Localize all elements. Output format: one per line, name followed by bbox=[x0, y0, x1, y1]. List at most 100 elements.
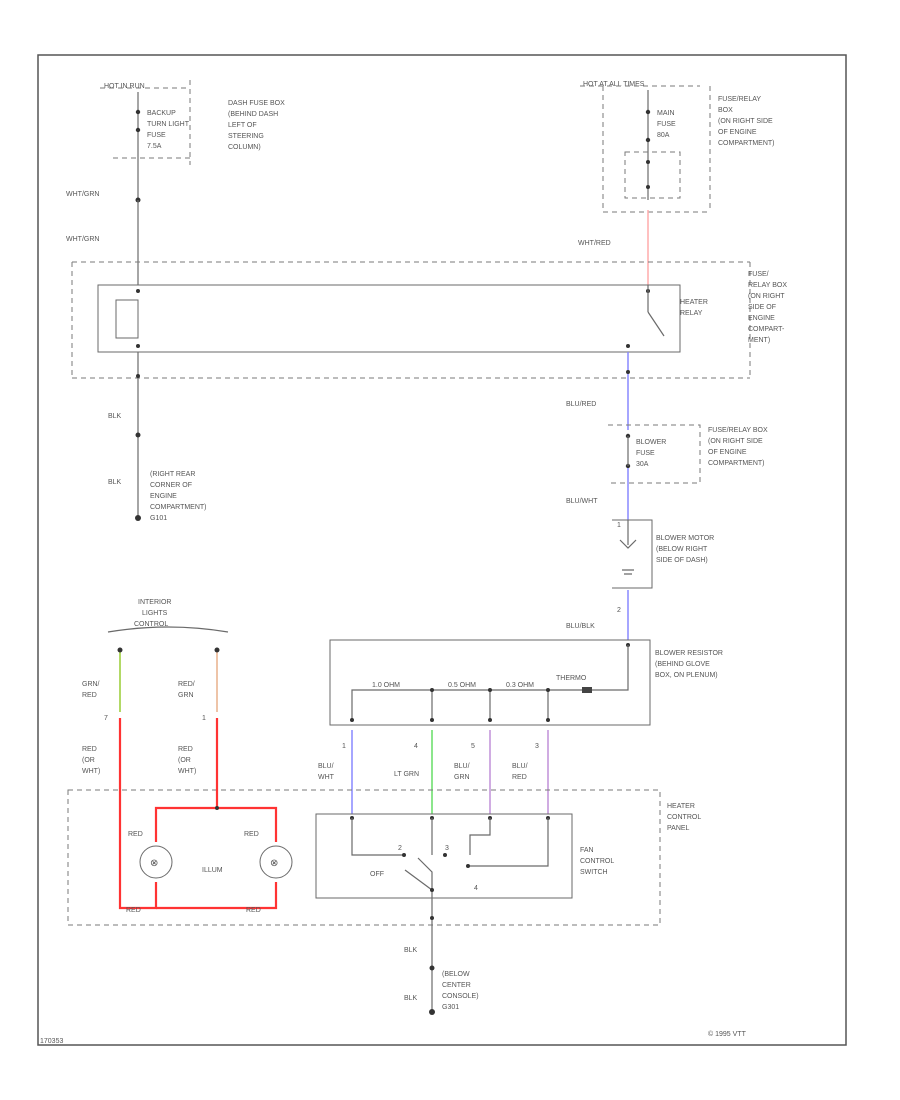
svg-text:FUSE: FUSE bbox=[657, 121, 676, 128]
svg-text:(ON RIGHT SIDE: (ON RIGHT SIDE bbox=[708, 438, 763, 445]
svg-text:RED: RED bbox=[178, 746, 193, 753]
svg-text:BLU/: BLU/ bbox=[318, 763, 334, 770]
svg-text:COMPART-: COMPART- bbox=[748, 326, 785, 333]
svg-text:CONTROL: CONTROL bbox=[667, 814, 701, 821]
svg-text:BLU/: BLU/ bbox=[512, 763, 528, 770]
blower-motor-box bbox=[612, 519, 653, 589]
heater-relay-label: HEATER RELAY bbox=[680, 299, 708, 317]
blower-resistor-label: BLOWER RESISTOR (BEHIND GLOVE BOX, ON PL… bbox=[655, 650, 723, 679]
switch-pos-4: 4 bbox=[474, 885, 478, 892]
fan-control-switch-box bbox=[315, 813, 573, 899]
copyright-label: © 1995 VTT bbox=[708, 1030, 747, 1038]
svg-text:MENT): MENT) bbox=[748, 337, 770, 344]
svg-text:FUSE: FUSE bbox=[636, 450, 655, 457]
blu-red-wire-label-2: BLU/ RED bbox=[512, 763, 528, 781]
svg-text:(OR: (OR bbox=[82, 757, 95, 764]
svg-text:WHT: WHT bbox=[318, 774, 335, 781]
resistor-ohm-2: 0.5 OHM bbox=[448, 682, 476, 689]
svg-text:SIDE OF: SIDE OF bbox=[748, 304, 776, 311]
blower-fuse-label: BLOWER FUSE 30A bbox=[636, 439, 666, 468]
bulb-left-filament-icon: ⊗ bbox=[150, 858, 158, 869]
fan-control-switch-label: FAN CONTROL SWITCH bbox=[580, 847, 614, 876]
svg-text:(BEHIND GLOVE: (BEHIND GLOVE bbox=[655, 661, 710, 668]
svg-text:STEERING: STEERING bbox=[228, 133, 264, 140]
fuse-relay-box-mid-label: FUSE/ RELAY BOX (ON RIGHT SIDE OF ENGINE… bbox=[748, 271, 787, 344]
blu-blk-wire-label: BLU/BLK bbox=[566, 623, 595, 630]
interior-lights-control-label: INTERIOR LIGHTS CONTROL bbox=[134, 599, 171, 628]
svg-text:GRN/: GRN/ bbox=[82, 681, 100, 688]
resistor-pin-4: 4 bbox=[414, 743, 418, 750]
resistor-pin-1: 1 bbox=[342, 743, 346, 750]
blu-wht-wire-label: BLU/WHT bbox=[566, 498, 598, 505]
svg-text:RED: RED bbox=[512, 774, 527, 781]
ground-g301 bbox=[429, 1009, 435, 1015]
svg-text:GRN: GRN bbox=[178, 692, 194, 699]
bottom-right-red-label: RED bbox=[246, 907, 261, 914]
switch-pos-3: 3 bbox=[445, 845, 449, 852]
resistor-ohm-3: 0.3 OHM bbox=[506, 682, 534, 689]
backup-fuse-label: BACKUP TURN LIGHT FUSE 7.5A bbox=[147, 110, 190, 150]
svg-text:30A: 30A bbox=[636, 461, 649, 468]
svg-text:LIGHTS: LIGHTS bbox=[142, 610, 168, 617]
blower-motor-pin: 1 bbox=[617, 522, 621, 529]
hot-at-all-times-label: HOT AT ALL TIMES bbox=[583, 81, 645, 88]
illumination-bulb-left bbox=[139, 845, 173, 879]
svg-text:CONSOLE): CONSOLE) bbox=[442, 993, 479, 1000]
svg-text:COMPARTMENT): COMPARTMENT) bbox=[150, 504, 207, 511]
svg-text:COMPARTMENT): COMPARTMENT) bbox=[708, 460, 765, 467]
svg-text:RED: RED bbox=[82, 746, 97, 753]
blu-grn-wire-label: BLU/ GRN bbox=[454, 763, 470, 781]
red-or-wht-wire-label-left: RED (OR WHT) bbox=[82, 746, 100, 775]
bottom-left-red-label: RED bbox=[126, 907, 141, 914]
switch-off-label: OFF bbox=[370, 871, 384, 878]
lt-grn-wire-label: LT GRN bbox=[394, 771, 419, 778]
illumination-bulb-right bbox=[259, 845, 293, 879]
red-grn-wire-label: RED/ GRN bbox=[178, 681, 195, 699]
figure-number: 170353 bbox=[40, 1038, 63, 1045]
ground-g101 bbox=[135, 515, 141, 521]
blk-wire-label-3: BLK bbox=[404, 947, 418, 954]
svg-text:FUSE: FUSE bbox=[147, 132, 166, 139]
svg-text:(ON RIGHT: (ON RIGHT bbox=[748, 293, 785, 300]
blower-resistor-box bbox=[329, 639, 651, 726]
svg-text:GRN: GRN bbox=[454, 774, 470, 781]
hot-in-run-label: HOT IN RUN bbox=[104, 83, 145, 90]
wht-red-wire-label: WHT/RED bbox=[578, 240, 611, 247]
svg-text:CONTROL: CONTROL bbox=[580, 858, 614, 865]
svg-text:CONTROL: CONTROL bbox=[134, 621, 168, 628]
resistor-pin-3: 3 bbox=[535, 743, 539, 750]
svg-text:HEATER: HEATER bbox=[680, 299, 708, 306]
svg-text:BLOWER MOTOR: BLOWER MOTOR bbox=[656, 535, 714, 542]
interior-pin-1: 1 bbox=[202, 715, 206, 722]
svg-text:BLOWER: BLOWER bbox=[636, 439, 666, 446]
svg-text:OF ENGINE: OF ENGINE bbox=[708, 449, 747, 456]
svg-text:MAIN: MAIN bbox=[657, 110, 675, 117]
svg-text:(BEHIND DASH: (BEHIND DASH bbox=[228, 111, 278, 118]
main-fuse-label: MAIN FUSE 80A bbox=[657, 110, 676, 139]
svg-text:ENGINE: ENGINE bbox=[748, 315, 775, 322]
blower-resistor-pin: 2 bbox=[617, 607, 621, 614]
bulb-right-filament-icon: ⊗ bbox=[270, 858, 278, 869]
blu-wht-wire-label-2: BLU/ WHT bbox=[318, 763, 335, 781]
bulb-left-red-label: RED bbox=[128, 831, 143, 838]
svg-text:PANEL: PANEL bbox=[667, 825, 690, 832]
illumination-red-wiring bbox=[118, 718, 278, 910]
blk-wire-label-4: BLK bbox=[404, 995, 418, 1002]
fuse-relay-box-top-label: FUSE/RELAY BOX (ON RIGHT SIDE OF ENGINE … bbox=[718, 96, 775, 147]
svg-text:FUSE/RELAY: FUSE/RELAY bbox=[718, 96, 761, 103]
svg-text:(RIGHT REAR: (RIGHT REAR bbox=[150, 471, 195, 478]
thermo-fuse bbox=[582, 687, 592, 693]
interior-pin-7: 7 bbox=[104, 715, 108, 722]
wht-grn-wire-label-2: WHT/GRN bbox=[66, 236, 99, 243]
heater-control-panel-outline bbox=[67, 789, 661, 926]
svg-text:BOX, ON PLENUM): BOX, ON PLENUM) bbox=[655, 672, 718, 679]
svg-text:RELAY BOX: RELAY BOX bbox=[748, 282, 787, 289]
svg-text:(BELOW: (BELOW bbox=[442, 971, 470, 978]
svg-text:G301: G301 bbox=[442, 1004, 459, 1011]
resistor-pin-5: 5 bbox=[471, 743, 475, 750]
svg-text:SWITCH: SWITCH bbox=[580, 869, 608, 876]
svg-text:SIDE OF DASH): SIDE OF DASH) bbox=[656, 557, 708, 564]
svg-text:WHT): WHT) bbox=[82, 768, 100, 775]
svg-text:(BELOW RIGHT: (BELOW RIGHT bbox=[656, 546, 708, 553]
